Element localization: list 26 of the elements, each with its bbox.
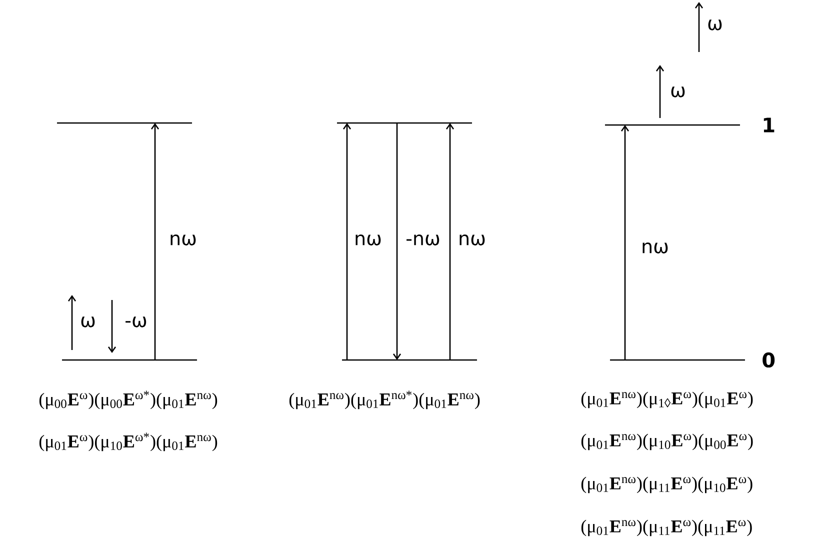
energy-level-line: [337, 122, 472, 124]
edge-label: nω: [642, 242, 668, 254]
energy-level-line: [605, 124, 740, 126]
level-number: 0: [762, 352, 775, 368]
edge-label: nω: [356, 234, 381, 246]
formula-term: (μ$_{01}$E$^{ω}$)(μ$_{10}$E$^{ω*}$)(μ$_{01}$E$^{nω}$): [39, 432, 218, 452]
formula-term: (μ$_{01}$E$^{nω}$)(μ$_{11}$E$^{ω}$)(μ$_{10}$E$^{ω}$): [581, 476, 752, 494]
frequency-label: ω: [81, 316, 95, 328]
transition-arrow: [392, 123, 402, 360]
transition-arrow: [150, 122, 160, 360]
edge-label: -nω: [406, 234, 440, 246]
frequency-label: ω: [671, 86, 685, 98]
energy-level-line: [342, 359, 477, 361]
edge-label: nω: [460, 234, 485, 246]
transition-arrow: [342, 122, 352, 360]
formula-term: (μ$_{01}$E$^{nω}$)(μ$_{11}$E$^{ω}$)(μ$_{11}$E$^{ω}$): [581, 520, 752, 536]
energy-level-line: [610, 359, 745, 361]
level-number: 1: [764, 118, 774, 132]
transition-arrow: [446, 122, 454, 360]
formula-term: (μ$_{01}$E$^{nω}$)(μ$_{10}$E$^{ω}$)(μ$_{00}$E$^{ω}$): [581, 434, 753, 450]
frequency-label: ω: [708, 20, 722, 30]
energy-level-line: [57, 122, 192, 124]
energy-level-line: [62, 359, 197, 361]
frequency-label: -ω: [126, 316, 146, 328]
edge-label: nω: [170, 234, 196, 246]
transition-arrow: [620, 124, 630, 360]
